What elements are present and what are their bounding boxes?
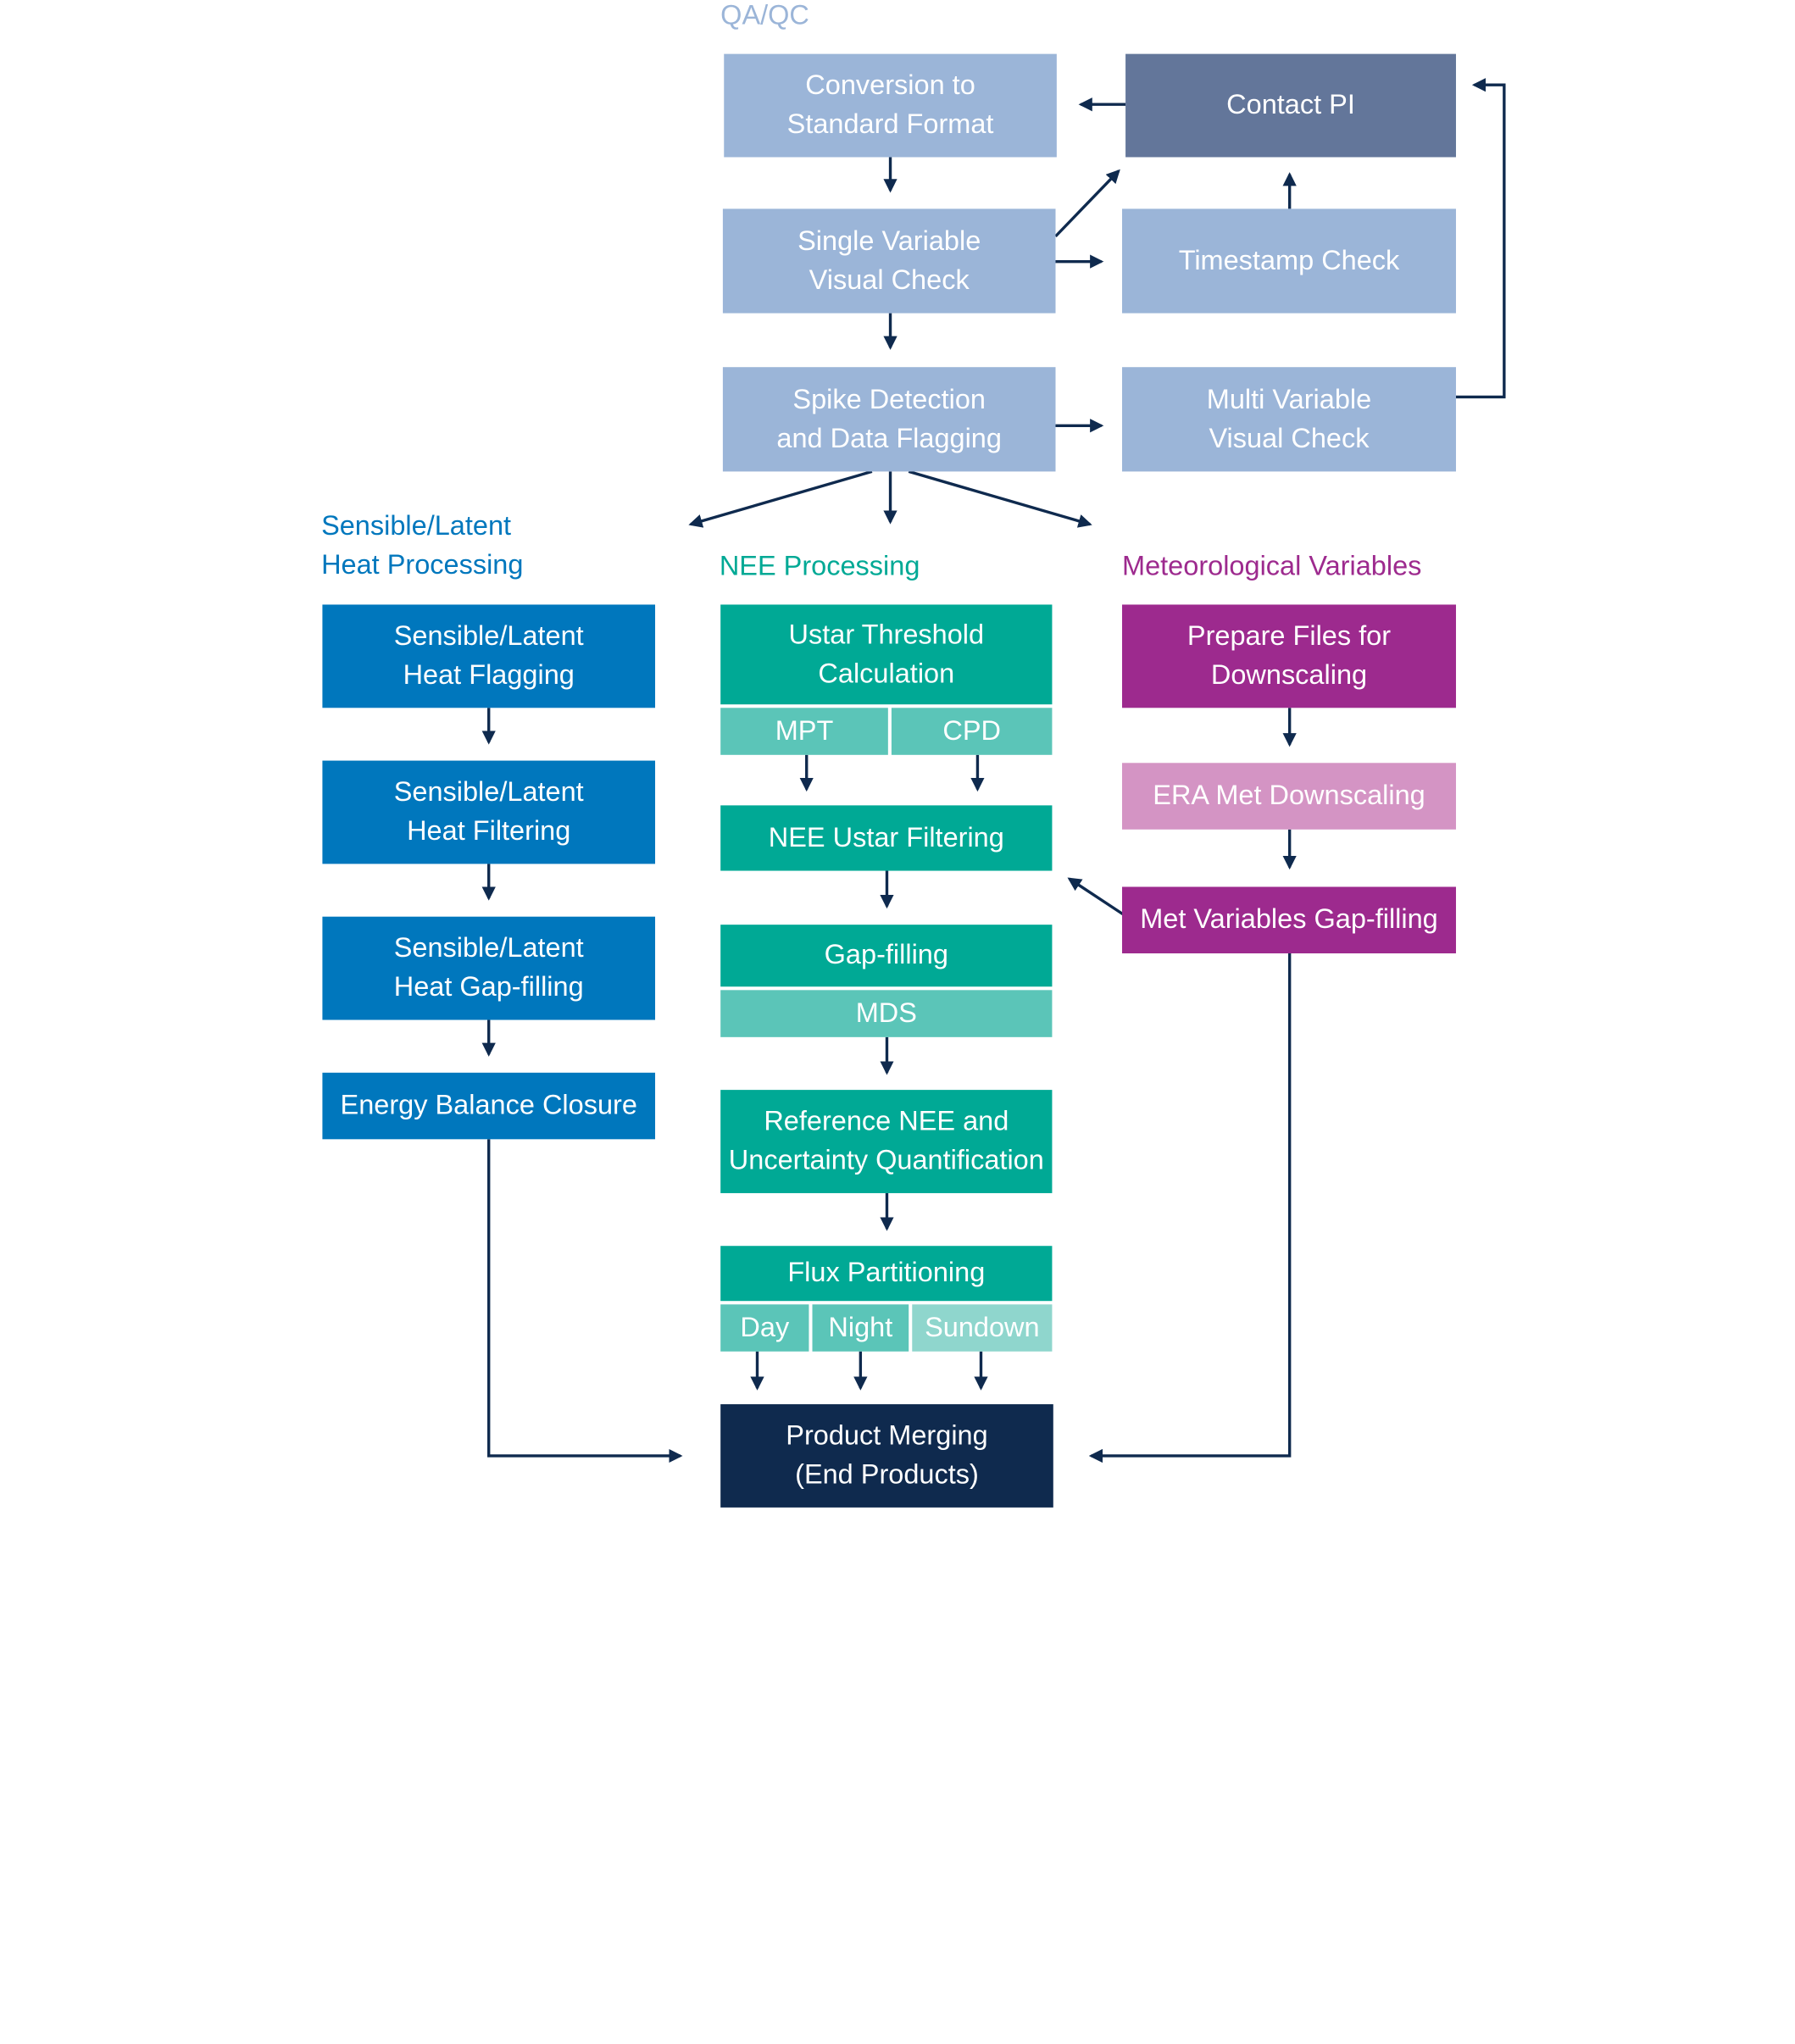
mds-box: MDS xyxy=(720,990,1053,1037)
nee-gapfill-box: Gap-filling xyxy=(720,925,1053,987)
night-box: Night xyxy=(812,1304,909,1352)
section-label-nee: NEE Processing xyxy=(719,550,920,582)
conversion-box: Conversion to Standard Format xyxy=(724,53,1057,158)
single-variable-check-box: Single Variable Visual Check xyxy=(722,208,1056,314)
nee-ustar-filtering-box: NEE Ustar Filtering xyxy=(720,805,1053,871)
arrow-energy-to-merge xyxy=(487,1139,683,1464)
reference-nee-box: Reference NEE and Uncertainty Quantifica… xyxy=(720,1090,1053,1193)
arrow-metgap-to-merge xyxy=(1088,953,1292,1464)
section-label-qaqc: QA/QC xyxy=(720,0,809,31)
timestamp-check-box: Timestamp Check xyxy=(1122,208,1456,314)
heat-flagging-box: Sensible/Latent Heat Flagging xyxy=(322,604,656,708)
ustar-threshold-box: Ustar Threshold Calculation xyxy=(720,604,1053,705)
met-gapfill-box: Met Variables Gap-filling xyxy=(1122,886,1456,954)
energy-balance-box: Energy Balance Closure xyxy=(322,1072,656,1140)
section-label-met: Meteorological Variables xyxy=(1122,550,1422,582)
arrow-metgap-to-ustar-filter xyxy=(1067,877,1125,916)
era-downscaling-box: ERA Met Downscaling xyxy=(1122,763,1456,830)
arrow-single-to-contactpi xyxy=(1054,169,1120,238)
product-merging-box: Product Merging (End Products) xyxy=(720,1404,1053,1508)
mpt-box: MPT xyxy=(720,708,888,755)
arrow-multi-to-contactpi xyxy=(1455,78,1506,399)
spike-detection-box: Spike Detection and Data Flagging xyxy=(722,367,1056,472)
sundown-box: Sundown xyxy=(912,1304,1053,1352)
connector-layer xyxy=(481,78,1506,1464)
heat-filtering-box: Sensible/Latent Heat Filtering xyxy=(322,760,656,864)
section-label-heat: Sensible/Latent Heat Processing xyxy=(321,510,524,581)
day-box: Day xyxy=(720,1304,809,1352)
multi-variable-check-box: Multi Variable Visual Check xyxy=(1122,367,1456,472)
flux-partitioning-box: Flux Partitioning xyxy=(720,1246,1053,1302)
cpd-box: CPD xyxy=(891,708,1053,755)
arrow-spike-to-met xyxy=(908,469,1092,528)
prepare-files-box: Prepare Files for Downscaling xyxy=(1122,604,1456,708)
heat-gapfill-box: Sensible/Latent Heat Gap-filling xyxy=(322,916,656,1020)
contact-pi-box: Contact PI xyxy=(1125,53,1456,158)
arrow-spike-to-heat xyxy=(688,469,873,528)
